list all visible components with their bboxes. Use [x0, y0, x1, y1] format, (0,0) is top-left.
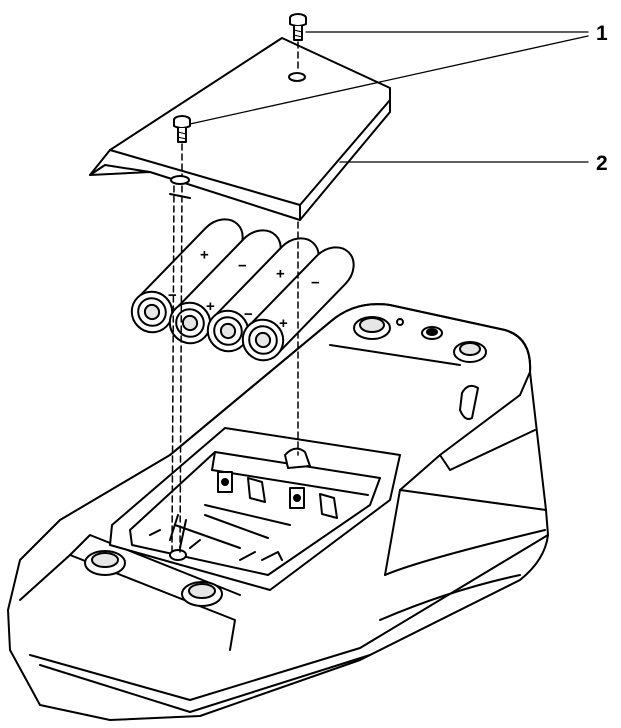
lid-tab — [169, 193, 191, 199]
spring-contacts — [149, 529, 283, 561]
guide-front-drop — [179, 185, 183, 553]
housing-top-plane — [169, 303, 532, 456]
housing-side-slot — [459, 384, 479, 420]
callout-label-1: 1 — [596, 22, 608, 45]
assembly-guides — [171, 41, 299, 553]
battery-polarity-front: + — [279, 315, 288, 332]
housing-base-line — [379, 574, 521, 621]
battery-lid — [89, 37, 391, 221]
battery-2: −+ — [168, 229, 282, 345]
compartment-back-wall — [211, 451, 369, 496]
battery-polarity-rear: − — [238, 257, 247, 274]
meter-feet — [84, 550, 223, 607]
lid-hole-front — [170, 175, 190, 185]
battery-polarity-rear: + — [200, 246, 209, 263]
lid-front-edge — [89, 164, 151, 176]
housing-right-side — [439, 394, 536, 471]
meter-connectors — [353, 316, 487, 363]
battery-polarity-front: − — [244, 306, 253, 323]
housing-bottom-lip-inner — [39, 654, 371, 713]
battery-polarity-front: + — [206, 298, 215, 315]
guide-front-drop-2 — [171, 185, 175, 553]
battery-slot-lines — [169, 514, 269, 549]
foot-right — [181, 581, 223, 607]
compartment-screw-hole — [169, 549, 187, 561]
battery-polarity-rear: − — [311, 274, 320, 291]
connector-middle — [421, 326, 443, 340]
battery-1: +− — [130, 218, 244, 334]
contact-4 — [319, 493, 338, 519]
callout-leaders — [189, 31, 589, 163]
batteries: +−−++−−+ — [130, 218, 355, 362]
indicator-dot — [396, 318, 404, 326]
lid-body — [89, 37, 391, 221]
lid-hole-rear — [288, 72, 306, 82]
housing-side-rail — [399, 489, 547, 511]
battery-3: +− — [206, 237, 320, 353]
contact-2 — [247, 477, 266, 503]
housing-front-ridge-inner — [69, 534, 241, 596]
connector-right — [453, 341, 487, 363]
housing-top-detail — [329, 344, 461, 366]
housing-lower-curve — [384, 529, 546, 576]
battery-4: −+ — [241, 246, 355, 362]
callout-label-2: 2 — [596, 152, 608, 175]
screw-rear — [289, 13, 307, 41]
housing-front-ridge — [19, 554, 236, 651]
foot-left — [84, 550, 126, 576]
connector-left — [353, 316, 391, 340]
battery-polarity-front: − — [168, 287, 177, 304]
battery-polarity-rear: + — [276, 265, 285, 282]
compartment-divider — [204, 504, 291, 526]
battery-compartment — [109, 427, 401, 591]
screw-front — [173, 115, 191, 143]
leader-1b — [189, 35, 589, 125]
latch-recess — [284, 447, 311, 469]
